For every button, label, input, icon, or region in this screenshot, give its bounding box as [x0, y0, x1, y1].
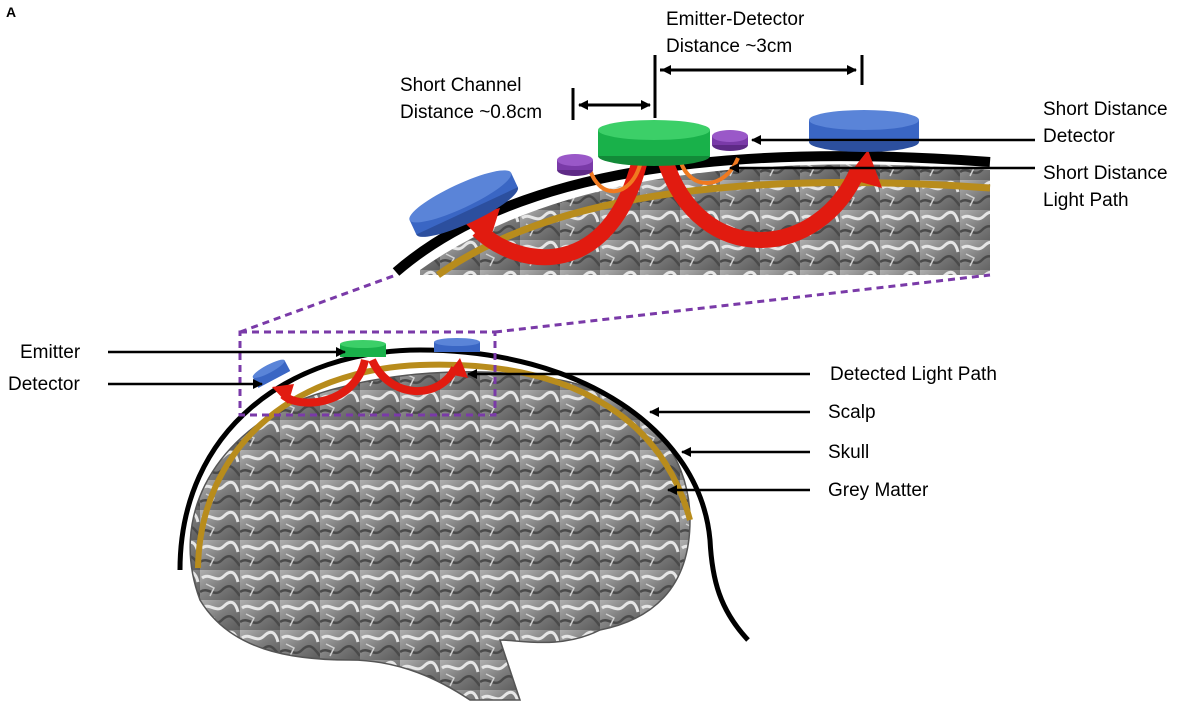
zoom-emitter	[598, 120, 710, 166]
label-emitter-detector: Emitter-Detector Distance ~3cm	[666, 6, 804, 60]
label-short-channel: Short Channel Distance ~0.8cm	[400, 72, 542, 126]
label-sdd-line1: Short Distance	[1043, 96, 1168, 123]
panel-label: A	[6, 4, 16, 20]
label-sdlp-line1: Short Distance	[1043, 160, 1168, 187]
label-short-channel-line2: Distance ~0.8cm	[400, 99, 542, 126]
label-grey-matter: Grey Matter	[828, 477, 928, 504]
zoom-short-detector-right	[712, 130, 748, 151]
label-short-distance-light-path: Short Distance Light Path	[1043, 160, 1168, 214]
zoom-detector-right	[809, 110, 919, 152]
zoom-short-detector-left	[557, 154, 593, 176]
label-sdd-line2: Detector	[1043, 123, 1168, 150]
label-short-channel-line1: Short Channel	[400, 72, 542, 99]
detector-optode-right	[434, 338, 480, 352]
label-short-distance-detector: Short Distance Detector	[1043, 96, 1168, 150]
label-sdlp-line2: Light Path	[1043, 187, 1168, 214]
brain-view	[108, 332, 810, 700]
dimension-emitter-detector	[655, 55, 862, 118]
label-emitter-detector-line2: Distance ~3cm	[666, 33, 804, 60]
label-emitter: Emitter	[20, 339, 80, 366]
dimension-short-channel	[573, 88, 650, 120]
zoom-guides	[240, 275, 990, 332]
emitter-optode	[340, 340, 386, 357]
label-skull: Skull	[828, 439, 869, 466]
label-detected-light-path: Detected Light Path	[830, 361, 997, 388]
label-scalp: Scalp	[828, 399, 876, 426]
label-detector: Detector	[8, 371, 80, 398]
label-emitter-detector-line1: Emitter-Detector	[666, 6, 804, 33]
